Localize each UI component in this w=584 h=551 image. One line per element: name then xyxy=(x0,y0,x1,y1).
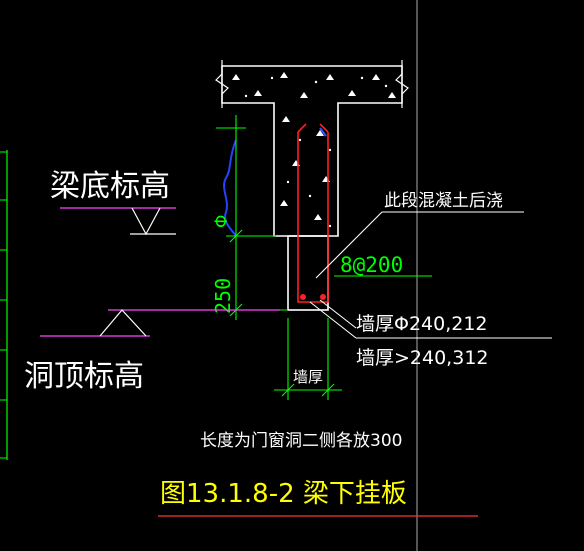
pour-later-leader xyxy=(315,211,524,279)
concrete-t-section xyxy=(215,60,409,237)
rebar-dots xyxy=(300,294,326,300)
right-break-mark xyxy=(395,60,409,108)
left-edge-ticks xyxy=(0,151,7,459)
beam-bottom-elevation-label: 梁底标高 xyxy=(50,169,170,204)
length-note: 长度为门窗洞二侧各放300 xyxy=(200,431,402,451)
pour-later-label: 此段混凝土后浇 xyxy=(384,191,503,211)
wall-thickness-note-b: 墙厚>240,312 xyxy=(356,347,489,369)
wall-thickness-label: 墙厚 xyxy=(293,368,323,386)
opening-top-elevation-label: 洞顶标高 xyxy=(24,359,144,394)
figure-title: 图13.1.8-2 梁下挂板 xyxy=(160,479,407,509)
dimension-phi: Φ xyxy=(212,215,232,228)
rebar-spacing-label: 8@200 xyxy=(340,253,403,277)
wall-note-leaders xyxy=(309,299,552,339)
dimension-250: 250 xyxy=(211,278,235,314)
break-mark-wavy xyxy=(223,139,237,237)
wall-thickness-dimension xyxy=(274,318,342,400)
opening-top-elevation-marker xyxy=(40,309,280,337)
rebar-cage xyxy=(297,123,329,303)
beam-bottom-elevation-marker xyxy=(60,207,176,236)
wall-thickness-note-a: 墙厚Φ240,212 xyxy=(356,313,488,335)
concrete-hatch xyxy=(232,72,396,228)
left-break-mark xyxy=(215,60,229,108)
top-rebar-mark xyxy=(319,127,327,137)
